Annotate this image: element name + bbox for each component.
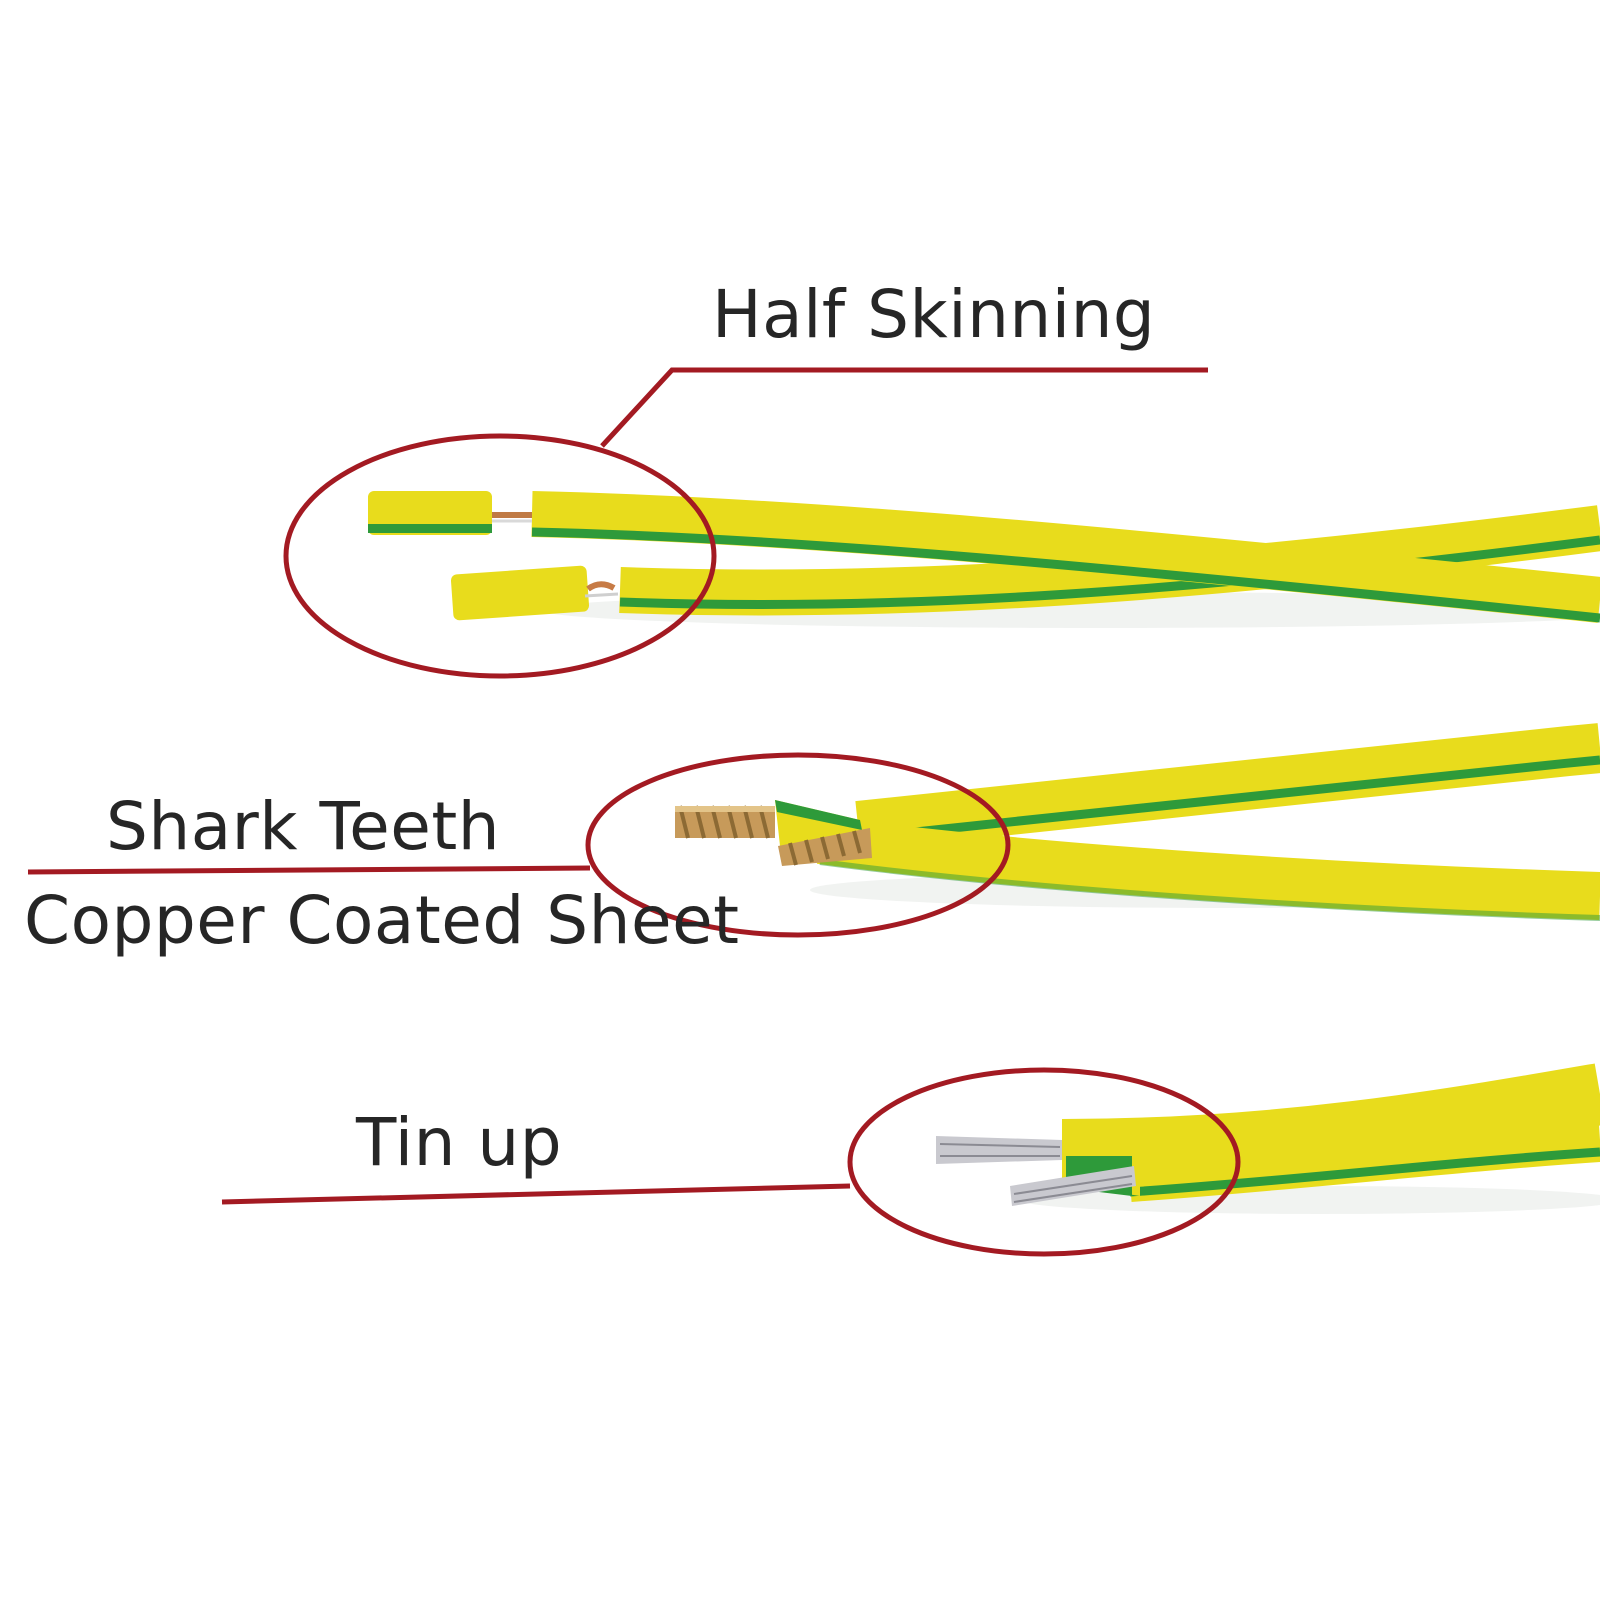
tinned-strand [1010, 1166, 1136, 1206]
callout-circle-tin-up [847, 1067, 1241, 1257]
wire-upper-half-skinning [368, 491, 1600, 623]
shark-teeth-terminal [675, 805, 775, 839]
wire-upper-shark-teeth [855, 723, 1600, 851]
exposed-copper-strand [586, 581, 616, 592]
label-copper-coated-sheet: Copper Coated Sheet [24, 882, 740, 959]
label-tin-up: Tin up [356, 1104, 563, 1181]
callout-leader-half-skinning [600, 367, 1208, 448]
label-shark-teeth: Shark Teeth [106, 788, 501, 865]
insulation-stub [450, 565, 590, 621]
callout-leader-shark-teeth [27, 865, 591, 875]
tinned-strand [936, 1136, 1062, 1164]
callout-circle-shark-teeth [585, 752, 1011, 938]
callout-leader-tin-up [221, 1183, 851, 1205]
shark-teeth-terminal [778, 828, 872, 866]
callout-circle-half-skinning [283, 433, 717, 679]
label-half-skinning: Half Skinning [712, 276, 1156, 353]
